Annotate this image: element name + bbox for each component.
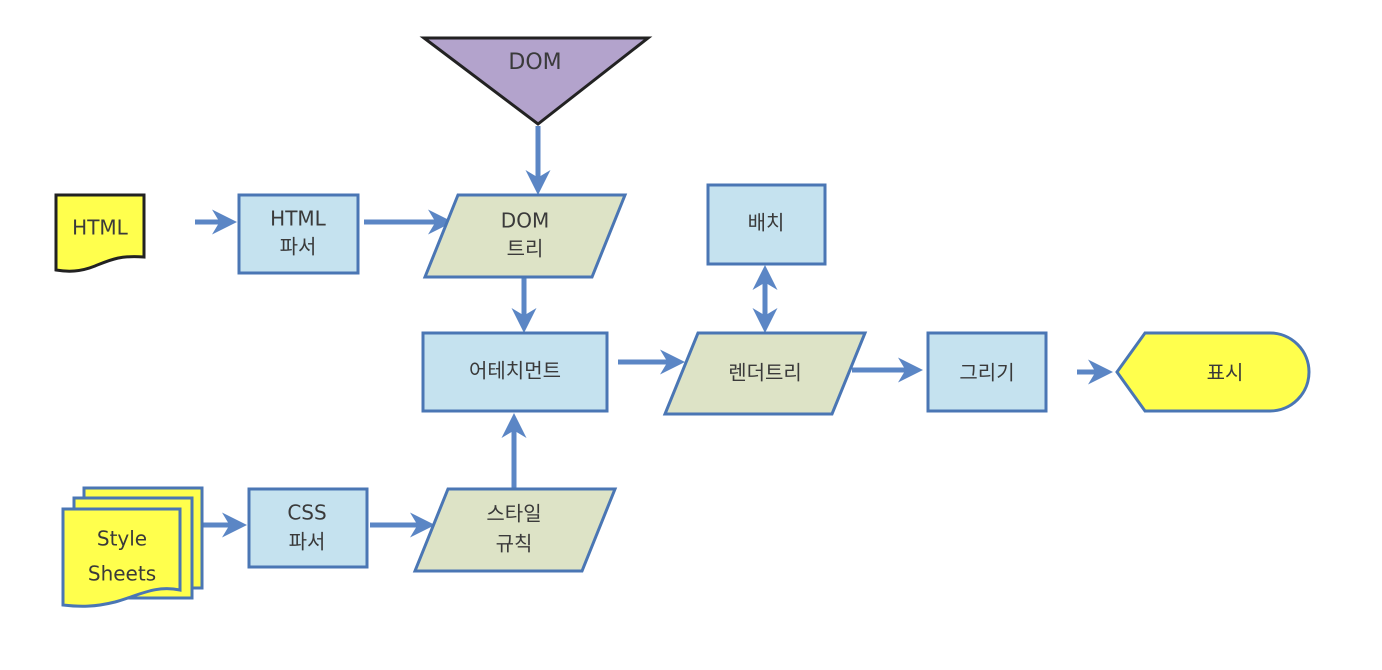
css-parser-line2: 파서: [289, 530, 326, 554]
display-shape: [1115, 331, 1311, 413]
painting-shape: [926, 331, 1048, 413]
style-sheets-line1: Style: [97, 527, 147, 551]
style-rules-shape: [412, 487, 618, 573]
dom-source-label: DOM: [508, 50, 561, 75]
css-parser-shape: [247, 487, 369, 569]
node-render-tree: 렌더트리: [662, 331, 868, 416]
node-display: 표시: [1115, 331, 1311, 413]
attachment-shape: [421, 331, 609, 413]
node-html-document: HTML: [54, 193, 146, 273]
html-document-shape: [54, 193, 146, 273]
node-painting: 그리기: [926, 331, 1048, 413]
style-sheet-front: [61, 507, 182, 608]
render-tree-shape: [662, 331, 868, 416]
painting-label: 그리기: [959, 361, 1014, 385]
node-dom-tree: DOM 트리: [422, 193, 628, 279]
edges: [190, 126, 1113, 538]
style-rules-line1: 스타일: [486, 502, 541, 526]
node-attachment: 어테치먼트: [421, 331, 609, 413]
style-rules-line2: 규칙: [496, 532, 533, 556]
style-sheets-line2: Sheets: [88, 562, 156, 586]
css-parser-line1: CSS: [287, 501, 326, 525]
display-label: 표시: [1207, 361, 1244, 385]
layout-label: 배치: [748, 211, 785, 235]
layout-shape: [706, 183, 827, 266]
dom-triangle-shape: [419, 36, 653, 126]
html-parser-line2: 파서: [280, 235, 317, 259]
render-tree-label: 렌더트리: [728, 361, 802, 385]
dom-tree-shape: [422, 193, 628, 279]
node-style-sheets: Style Sheets: [61, 486, 204, 608]
node-style-rules: 스타일 규칙: [412, 487, 618, 573]
node-layout: 배치: [706, 183, 827, 266]
dom-tree-line1: DOM: [501, 209, 549, 233]
attachment-label: 어테치먼트: [469, 359, 561, 383]
node-dom-source: DOM: [419, 36, 653, 126]
html-document-label: HTML: [72, 216, 129, 240]
node-html-parser: HTML 파서: [237, 193, 360, 275]
dom-tree-line2: 트리: [507, 237, 544, 261]
html-parser-line1: HTML: [270, 207, 327, 231]
node-css-parser: CSS 파서: [247, 487, 369, 569]
html-parser-shape: [237, 193, 360, 275]
